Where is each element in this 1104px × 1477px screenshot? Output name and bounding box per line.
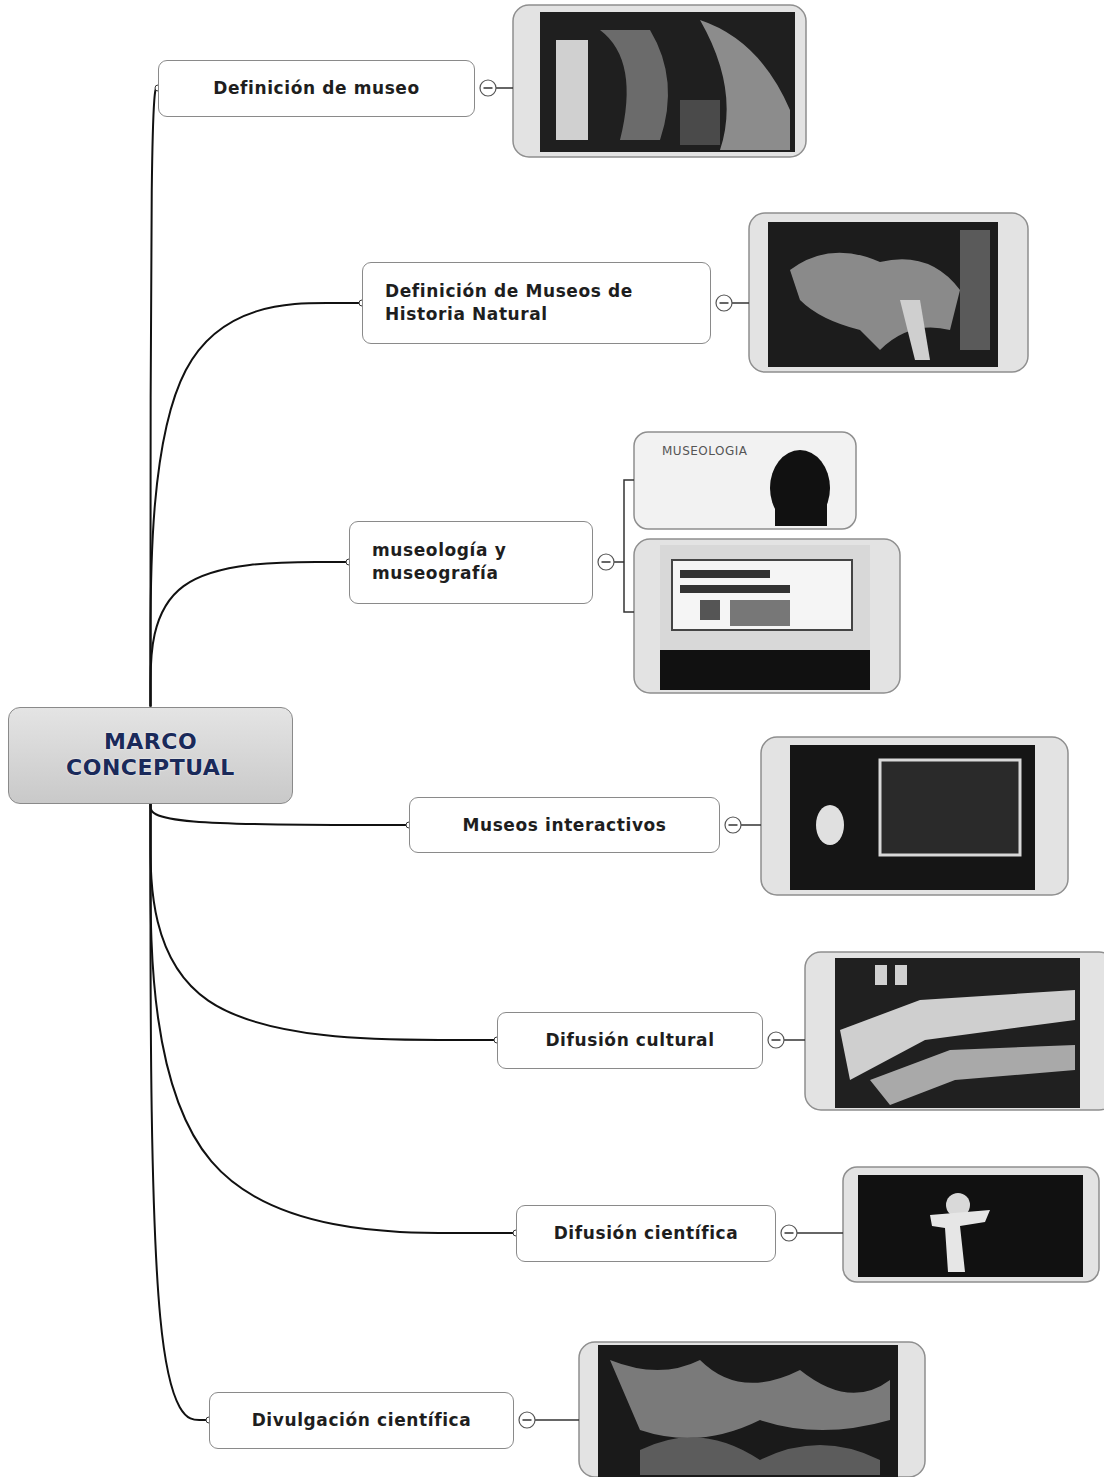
- photo-thumbnail: [634, 432, 856, 529]
- collapse-circle: [519, 1412, 535, 1428]
- node-text: Difusión cultural: [520, 1029, 740, 1052]
- photo-thumbnail: [843, 1167, 1099, 1282]
- picture-link: [784, 1039, 805, 1041]
- minus-sign: [484, 87, 493, 89]
- collapse-circle: [598, 554, 614, 570]
- branch-connector: [151, 303, 363, 707]
- branch-topic: Difusión científica: [516, 1205, 776, 1262]
- branch-topic: Definición de museo: [158, 60, 475, 117]
- node-text: Definición de museo: [181, 77, 452, 100]
- photo-thumbnail: [761, 737, 1068, 895]
- branch-topic: museología y museografía: [349, 521, 593, 604]
- minus-sign: [523, 1419, 532, 1421]
- collapse-circle: [768, 1032, 784, 1048]
- collapse-icon: [716, 295, 749, 311]
- picture-link: [496, 87, 513, 89]
- collapse-circle: [781, 1225, 797, 1241]
- bracket: [624, 480, 634, 612]
- collapse-icon: [725, 817, 761, 833]
- node-text: Museos interactivos: [432, 814, 697, 837]
- branch-connector: [151, 804, 410, 826]
- picture-link: [535, 1419, 579, 1421]
- node-text: Divulgación científica: [232, 1409, 491, 1432]
- collapse-icon: [598, 554, 624, 570]
- photo-thumbnail: [749, 213, 1028, 372]
- branch-connector: [151, 88, 159, 707]
- node-text: MARCO CONCEPTUAL: [29, 729, 272, 782]
- collapse-icon: [781, 1225, 843, 1241]
- minus-sign: [772, 1039, 781, 1041]
- central-topic: MARCO CONCEPTUAL: [8, 707, 293, 804]
- branch-topic: Difusión cultural: [497, 1012, 763, 1069]
- collapse-icon: [480, 80, 513, 96]
- node-text: Definición de Museos de Historia Natural: [385, 280, 688, 326]
- minus-sign: [729, 824, 738, 826]
- collapse-circle: [725, 817, 741, 833]
- branch-connector: [151, 804, 210, 1421]
- collapse-circle: [716, 295, 732, 311]
- minus-sign: [602, 561, 611, 563]
- photo-thumbnail: [805, 952, 1104, 1110]
- branch-topic: Museos interactivos: [409, 797, 720, 853]
- branch-connector: [151, 804, 517, 1234]
- picture-link: [741, 824, 761, 826]
- picture-link: [614, 561, 624, 563]
- node-text: museología y museografía: [372, 539, 570, 585]
- collapse-circle: [480, 80, 496, 96]
- collapse-icon: [519, 1412, 579, 1428]
- photo-thumbnail: [579, 1342, 925, 1477]
- collapse-icon: [768, 1032, 805, 1048]
- branch-topic: Divulgación científica: [209, 1392, 514, 1449]
- picture-link: [732, 302, 749, 304]
- node-text: Difusión científica: [539, 1222, 753, 1245]
- photo-thumbnail: [513, 5, 806, 157]
- picture-link: [797, 1232, 843, 1234]
- picture-caption: MUSEOLOGIA: [662, 444, 748, 458]
- minus-sign: [720, 302, 729, 304]
- branch-topic: Definición de Museos de Historia Natural: [362, 262, 711, 344]
- photo-thumbnail: [634, 539, 900, 693]
- branch-connector: [151, 562, 350, 707]
- minus-sign: [785, 1232, 794, 1234]
